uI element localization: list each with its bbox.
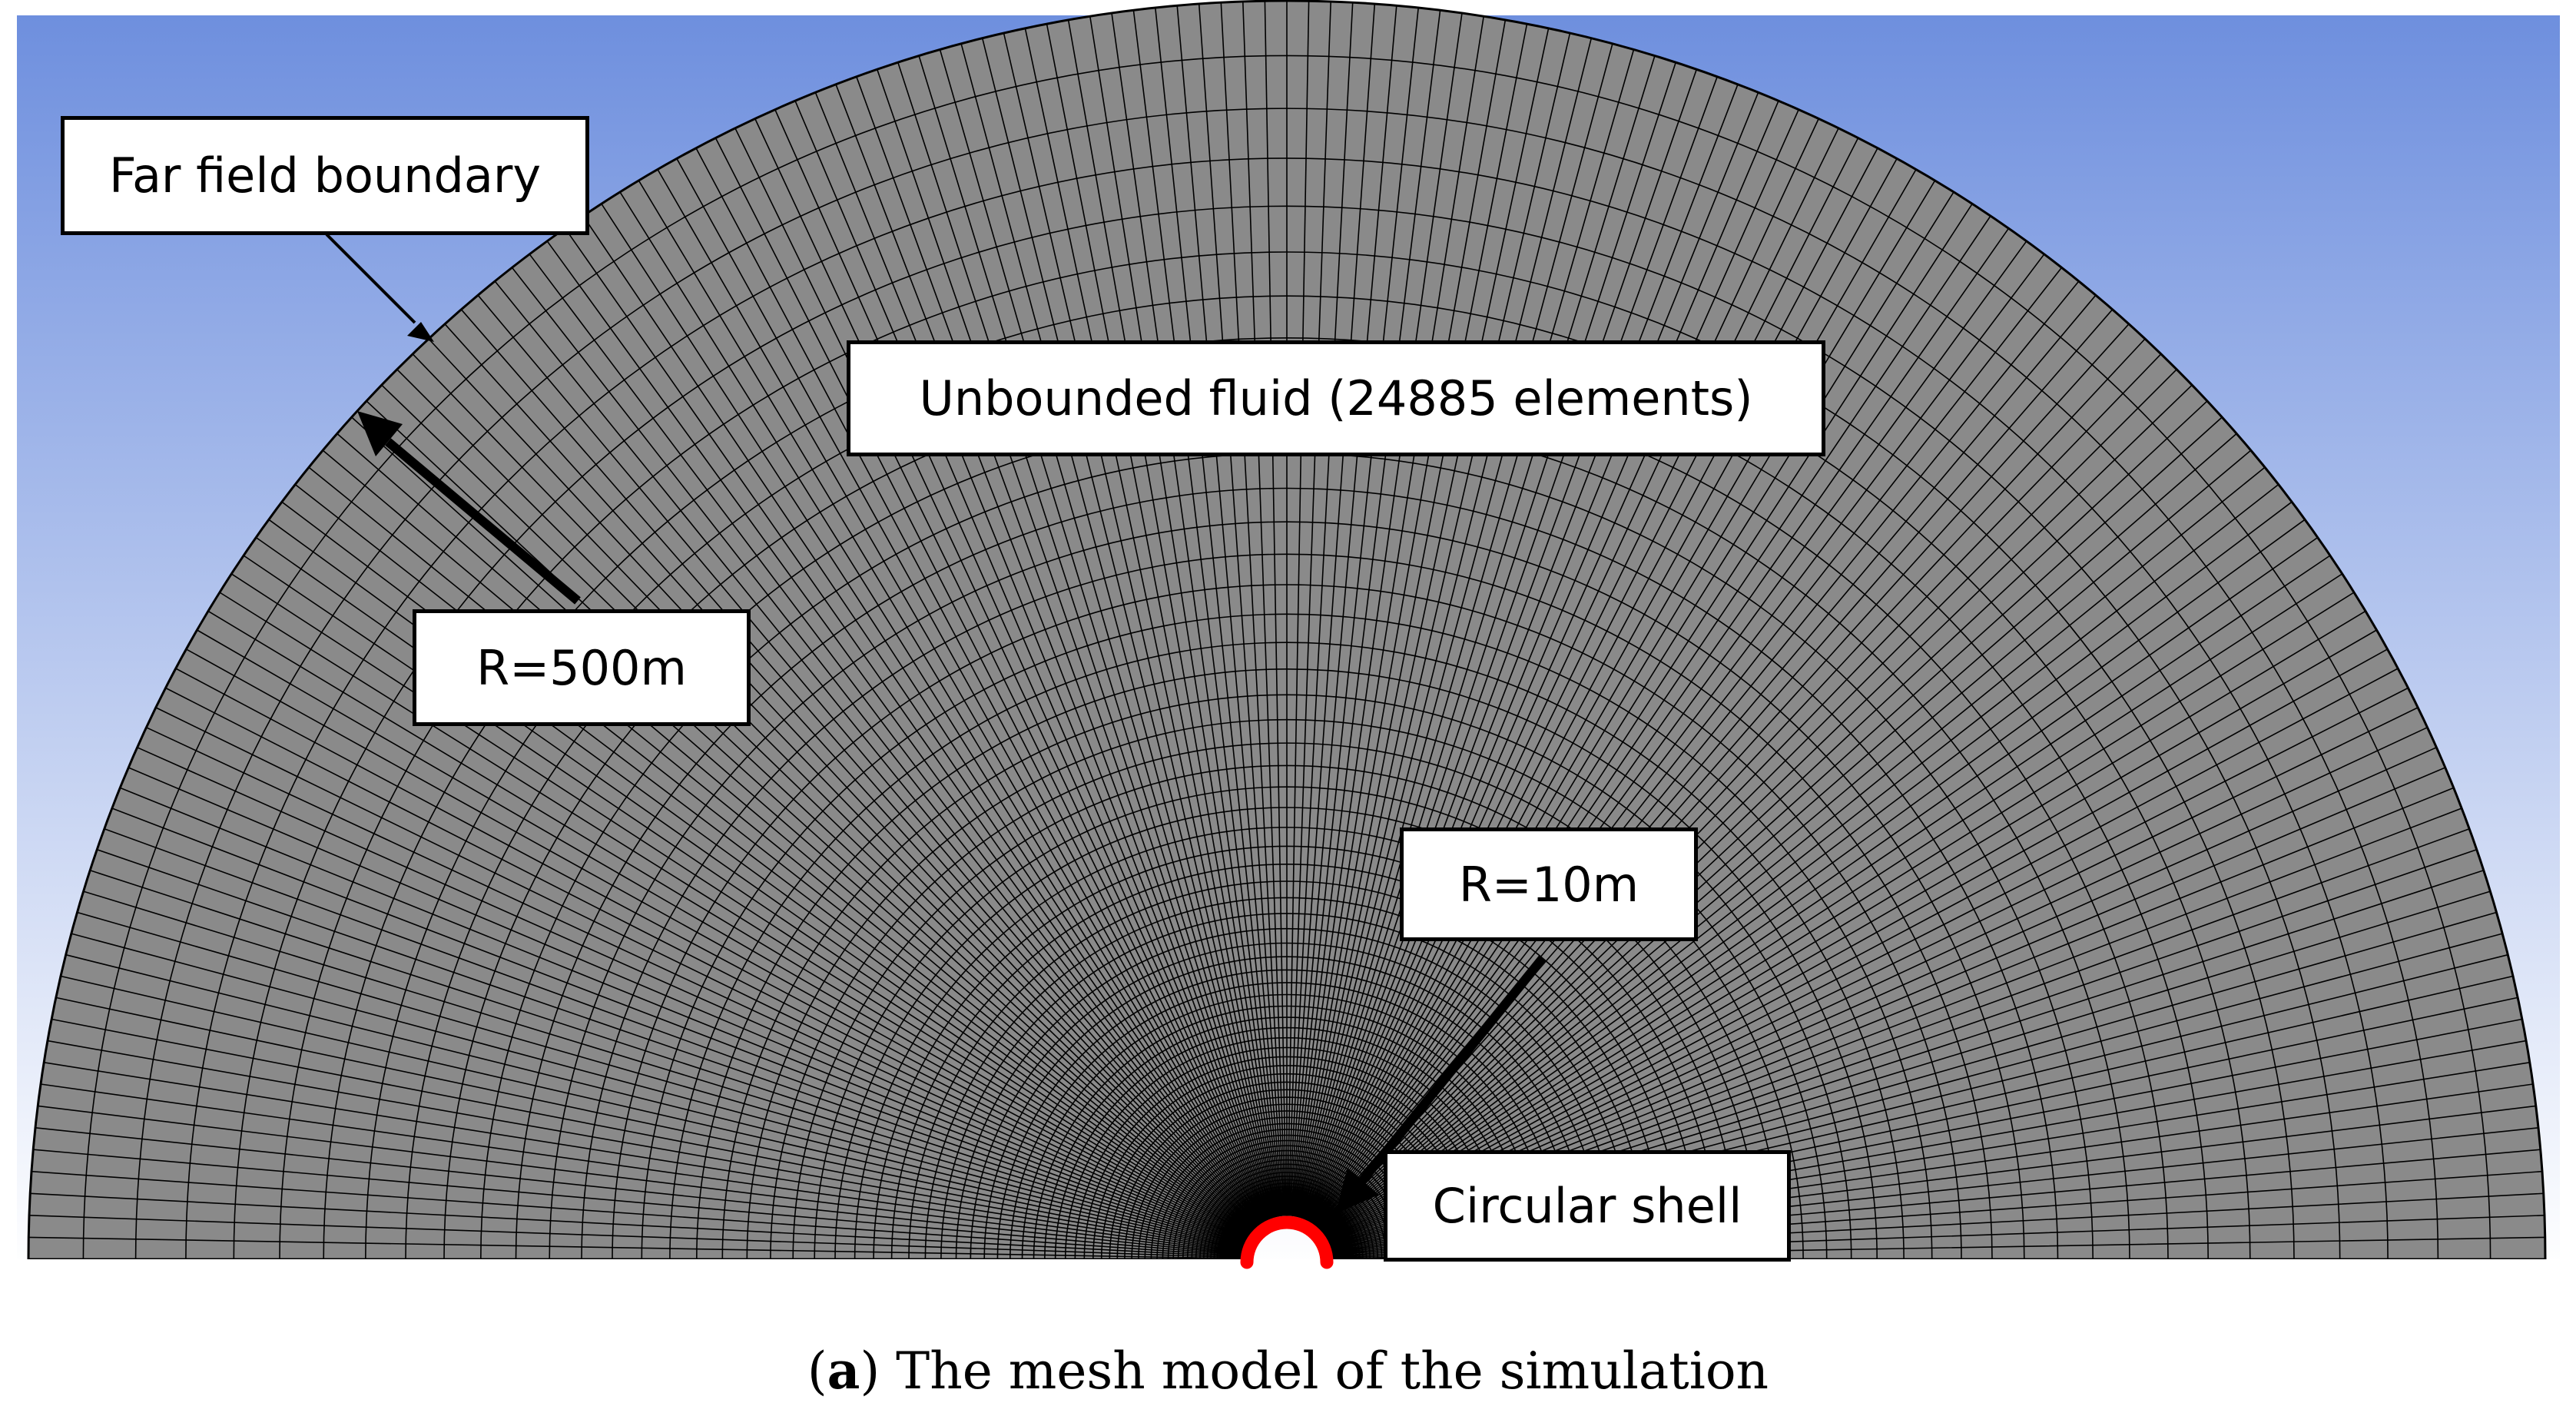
caption-text: ) The mesh model of the simulation [860,1341,1769,1401]
inner-radius-label: R=10m [1400,827,1698,941]
outer-radius-arrow-line [385,438,581,605]
outer-radius-arrow-head [357,411,403,456]
baseline-fill [17,1259,2560,1272]
circular-shell-arc [1240,1215,1334,1269]
outer-radius-label: R=500m [413,609,751,726]
far-field-arrow-line [325,233,416,324]
inner-radius-arrow-head [1335,1168,1379,1214]
unbounded-fluid-label: Unbounded fluid (24885 elements) [847,340,1825,456]
circular-shell-label: Circular shell [1384,1150,1791,1262]
caption-letter: a [827,1341,860,1401]
far-field-arrow-head [407,322,434,342]
inner-radius-arrow-line [1358,955,1547,1184]
figure-caption: (a) The mesh model of the simulation [0,1341,2576,1401]
far-field-boundary-label: Far field boundary [61,116,589,235]
caption-open: ( [807,1341,827,1401]
